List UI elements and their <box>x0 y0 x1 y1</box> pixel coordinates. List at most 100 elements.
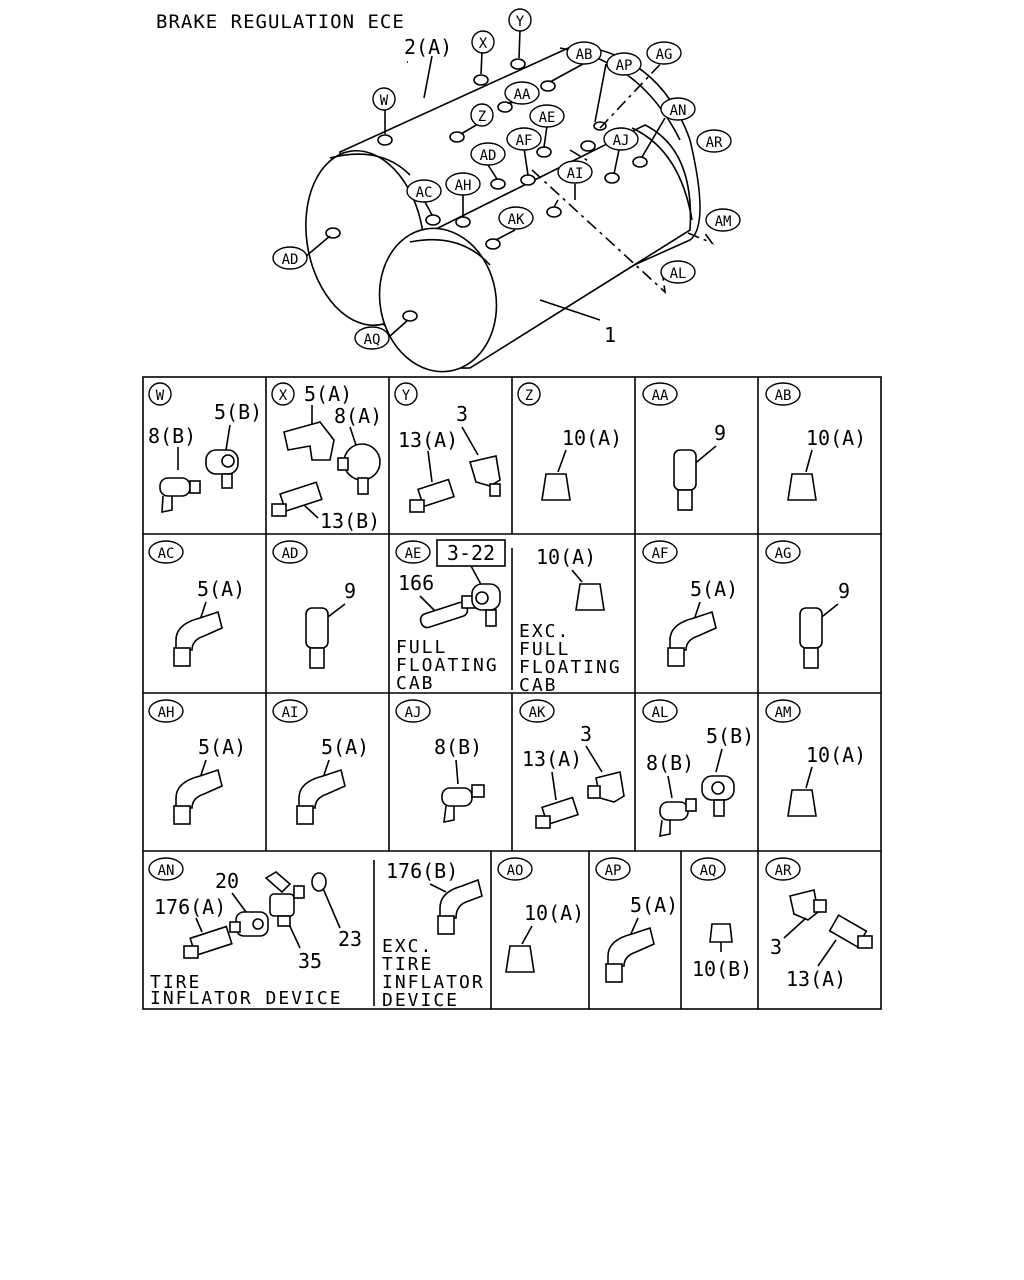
svg-text:AL: AL <box>670 266 687 282</box>
fitting-elbow-icon <box>587 771 625 803</box>
part-label: 10(A) <box>562 426 622 450</box>
svg-text:AK: AK <box>529 705 546 721</box>
part-label: 10(A) <box>536 545 596 569</box>
note-line: FULL <box>396 637 447 658</box>
svg-text:AD: AD <box>480 148 497 164</box>
svg-text:AD: AD <box>282 546 299 562</box>
callout-AD-top: AD <box>470 142 506 166</box>
svg-text:AH: AH <box>158 705 175 721</box>
note-line: EXC. <box>519 621 570 642</box>
note-line: CAB <box>396 673 435 694</box>
part-label: 5(A) <box>321 735 369 759</box>
fitting-straight-icon <box>271 481 323 517</box>
fitting-elbow-icon <box>667 610 717 667</box>
part-label: 35 <box>298 949 322 973</box>
fitting-straight-icon <box>409 478 456 513</box>
part-label: 3 <box>580 722 592 746</box>
callout-AN: AN <box>660 97 696 121</box>
fitting-straight-icon <box>535 796 580 829</box>
part-label: 5(A) <box>630 893 678 917</box>
callout-AD: AD <box>272 246 308 270</box>
part-label: 20 <box>215 869 239 893</box>
note-line: TIRE <box>382 954 433 975</box>
svg-text:AG: AG <box>656 47 673 63</box>
fitting-banjo-icon <box>205 449 239 489</box>
cell-AE: AE 3-22 166 FULL FLOATING CAB 10(A) EXC.… <box>395 539 620 696</box>
fitting-elbow-icon <box>468 455 501 497</box>
callout-Y: Y <box>508 8 532 32</box>
callout-W: W <box>372 87 396 111</box>
cell-AD: AD 9 <box>272 540 356 669</box>
cell-X: X 5(A) 8(A) 13(B) <box>271 382 382 533</box>
note-line: FULL <box>519 639 570 660</box>
note-line: INFLATOR DEVICE <box>150 988 343 1009</box>
cell-Z: Z 10(A) <box>517 382 622 501</box>
plug-icon <box>709 923 733 943</box>
part-label: 9 <box>344 579 356 603</box>
svg-text:AF: AF <box>652 546 669 562</box>
svg-text:AI: AI <box>282 705 299 721</box>
svg-text:AR: AR <box>775 863 792 879</box>
dashed-leaders <box>531 55 715 295</box>
fitting-tee-icon <box>659 798 697 838</box>
callout-AK: AK <box>498 206 534 230</box>
svg-text:AK: AK <box>508 212 525 228</box>
sensor-icon <box>673 449 697 511</box>
svg-text:X: X <box>279 388 288 404</box>
svg-text:AM: AM <box>775 705 792 721</box>
part-label: 13(A) <box>522 747 582 771</box>
svg-text:AE: AE <box>405 546 422 562</box>
cell-AK: AK 13(A) 3 <box>519 699 625 829</box>
fitting-banjo-icon <box>701 775 735 817</box>
callout-AH: AH <box>445 172 481 196</box>
cell-Y: Y 13(A) 3 <box>394 382 501 513</box>
cell-AF: AF 5(A) <box>642 540 738 667</box>
plug-icon <box>541 473 571 501</box>
part-label: 5(A) <box>198 735 246 759</box>
fitting-straight-icon <box>828 914 873 949</box>
svg-text:AD: AD <box>282 252 299 268</box>
leader-lines <box>304 29 666 337</box>
part-label: 10(A) <box>806 426 866 450</box>
part-label: 13(B) <box>320 509 380 533</box>
callout-X: X <box>471 30 495 54</box>
svg-text:Y: Y <box>516 14 525 30</box>
svg-text:Z: Z <box>525 388 533 404</box>
callout-AA: AA <box>504 81 540 105</box>
part-label: 3 <box>456 402 468 426</box>
fitting-elbow-icon <box>605 926 655 983</box>
diagram-title: BRAKE REGULATION ECE <box>156 11 405 33</box>
callout-AL: AL <box>660 260 696 284</box>
part-label: 166 <box>398 571 434 595</box>
fitting-tee-icon <box>441 784 485 824</box>
part-label: 13(A) <box>398 428 458 452</box>
cap-icon <box>311 872 327 892</box>
svg-text:AN: AN <box>670 103 687 119</box>
svg-text:AF: AF <box>516 133 533 149</box>
fitting-elbow-icon <box>437 878 483 935</box>
cell-AP: AP 5(A) <box>595 857 678 983</box>
note-line: CAB <box>519 675 558 696</box>
callout-Z: Z <box>470 103 494 127</box>
cell-AG: AG 9 <box>765 540 850 669</box>
svg-text:AB: AB <box>576 47 593 63</box>
part-label: 9 <box>714 421 726 445</box>
callout-AE: AE <box>529 104 565 128</box>
plug-icon <box>787 789 817 817</box>
callout-AQ: AQ <box>354 326 390 350</box>
callout-AR: AR <box>696 129 732 153</box>
callout-AI: AI <box>557 160 593 184</box>
cell-AO: AO 10(A) <box>497 857 584 973</box>
part-label: 176(B) <box>386 859 458 883</box>
part-label: 5(A) <box>197 577 245 601</box>
part-label: 5(B) <box>214 400 262 424</box>
fitting-elbow-icon <box>789 889 827 921</box>
tank-ports <box>325 58 648 322</box>
fitting-cross-icon <box>337 443 381 495</box>
tank-label-1: 1 <box>604 323 616 347</box>
callout-AP: AP <box>606 52 642 76</box>
svg-text:AC: AC <box>416 185 433 201</box>
svg-text:AP: AP <box>605 863 622 879</box>
svg-text:AR: AR <box>706 135 723 151</box>
fitting-banjo-icon <box>471 583 501 627</box>
